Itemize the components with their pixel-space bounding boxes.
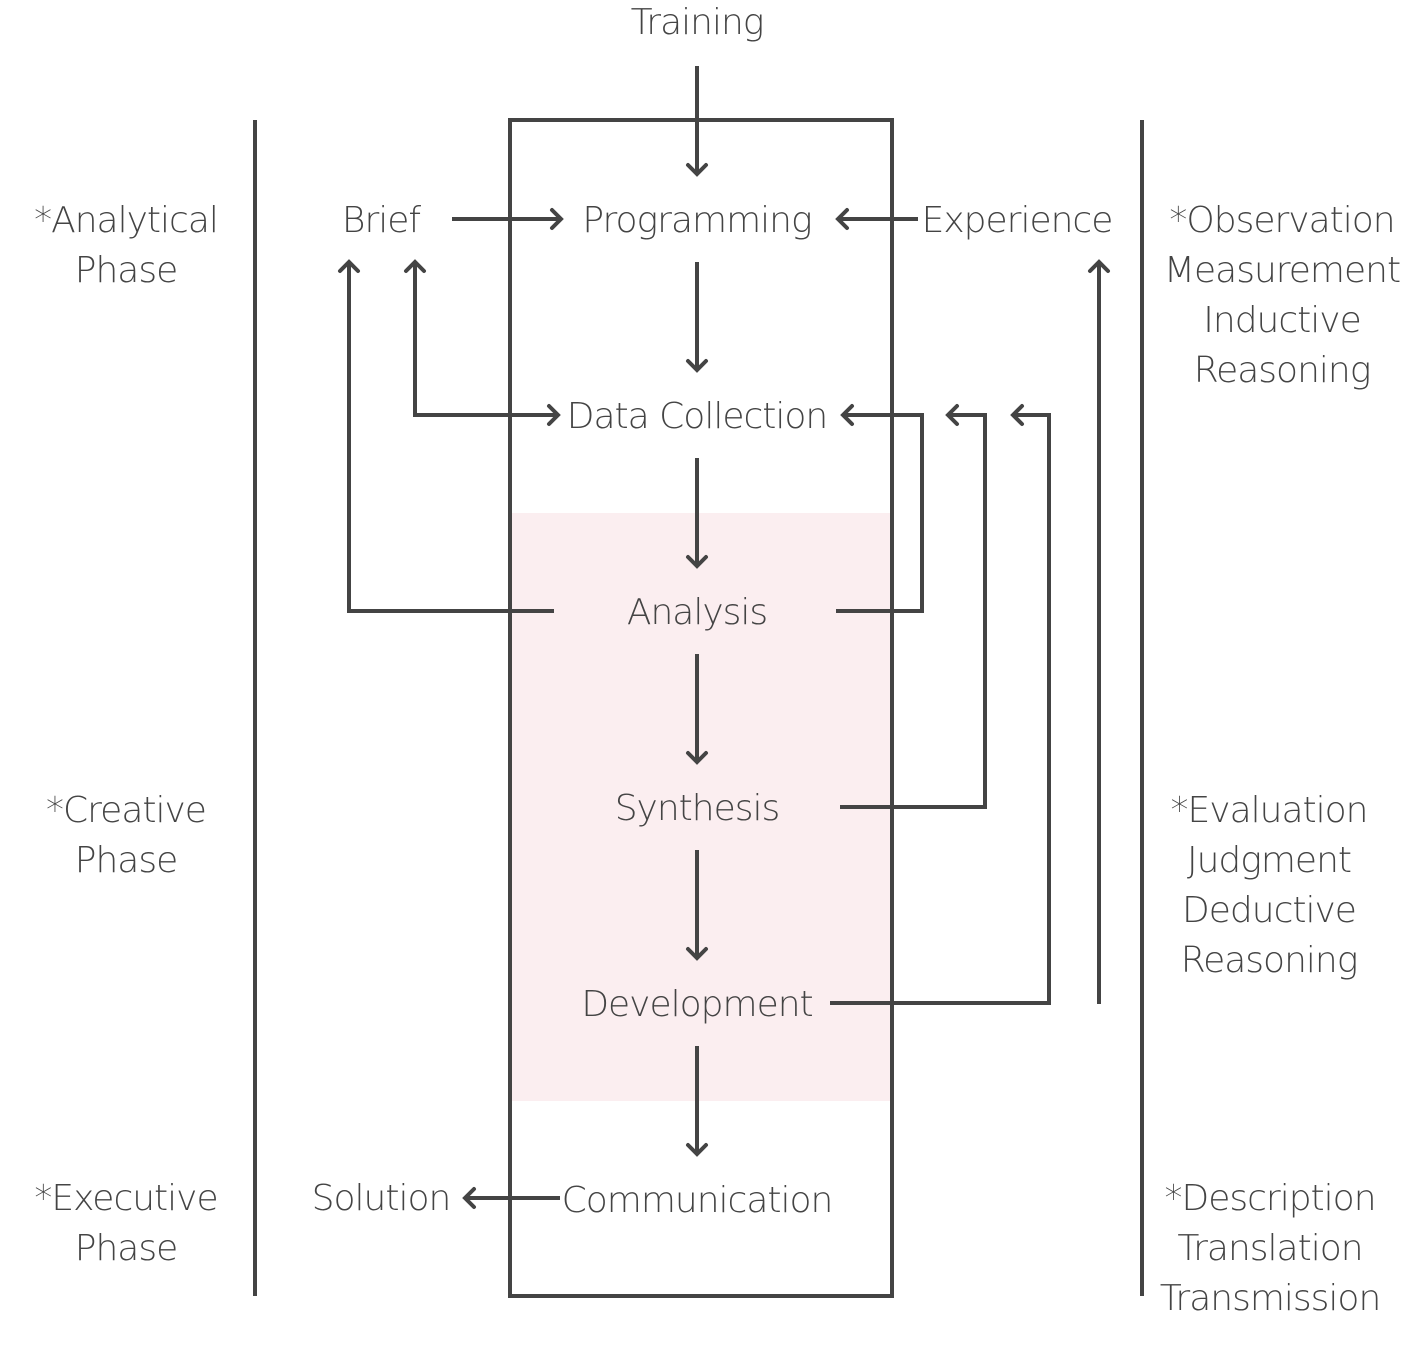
description-line1: *Description bbox=[1164, 1178, 1375, 1219]
experience-label: Experience bbox=[922, 200, 1113, 241]
evaluation-line2: Judgment bbox=[1187, 840, 1351, 881]
data-collection-to-analysis-arrow bbox=[686, 458, 708, 569]
step-data-collection: Data Collection bbox=[567, 396, 827, 437]
description-line3: Transmission bbox=[1160, 1278, 1381, 1319]
description-line2: Translation bbox=[1177, 1228, 1362, 1269]
phase-analytical-line1: *Analytical bbox=[34, 200, 218, 241]
brief-label: Brief bbox=[342, 200, 422, 241]
analysis-to-brief-feedback bbox=[338, 259, 554, 613]
step-programming: Programming bbox=[582, 200, 811, 241]
step-development: Development bbox=[581, 984, 812, 1025]
programming-to-data-collection-arrow bbox=[686, 262, 708, 373]
training-label: Training bbox=[631, 2, 764, 43]
evaluation-line4: Reasoning bbox=[1181, 940, 1358, 981]
creative-phase-highlight bbox=[512, 513, 890, 1101]
development-to-data-collection-feedback bbox=[830, 404, 1051, 1005]
phase-analytical-line2: Phase bbox=[75, 250, 178, 291]
observation-line2: Measurement bbox=[1164, 250, 1400, 291]
analysis-to-synthesis-arrow bbox=[686, 654, 708, 765]
phase-creative-line2: Phase bbox=[75, 840, 178, 881]
synthesis-to-development-arrow bbox=[686, 850, 708, 961]
development-to-communication-arrow bbox=[686, 1046, 708, 1157]
experience-feedback-arrow bbox=[1088, 259, 1110, 1004]
phase-creative: *Creative Phase bbox=[46, 790, 207, 881]
observation-line3: Inductive bbox=[1203, 300, 1360, 341]
brief-data-collection-link bbox=[404, 259, 561, 426]
experience-to-programming-arrow bbox=[835, 208, 918, 230]
communication-to-solution-arrow bbox=[462, 1187, 560, 1209]
brief-to-programming-arrow bbox=[452, 208, 564, 230]
analysis-to-data-collection-feedback bbox=[836, 404, 924, 613]
phase-evaluation-group: *Evaluation Judgment Deductive Reasoning bbox=[1171, 790, 1369, 981]
step-analysis: Analysis bbox=[627, 592, 767, 633]
evaluation-line1: *Evaluation bbox=[1171, 790, 1368, 831]
phase-executive-line1: *Executive bbox=[34, 1178, 217, 1219]
step-communication: Communication bbox=[562, 1180, 833, 1221]
observation-line4: Reasoning bbox=[1194, 350, 1371, 391]
phase-executive: *Executive Phase bbox=[34, 1178, 218, 1269]
evaluation-line3: Deductive bbox=[1182, 890, 1356, 931]
synthesis-to-data-collection-feedback bbox=[840, 404, 987, 809]
phase-analytical: *Analytical Phase bbox=[34, 200, 219, 291]
process-box bbox=[508, 118, 894, 1298]
phase-observation-group: *Observation Measurement Inductive Reaso… bbox=[1164, 200, 1401, 391]
phase-description-group: *Description Translation Transmission bbox=[1160, 1178, 1382, 1319]
solution-label: Solution bbox=[312, 1178, 451, 1219]
training-to-programming-arrow bbox=[686, 66, 708, 177]
step-synthesis: Synthesis bbox=[615, 788, 780, 829]
phase-creative-line1: *Creative bbox=[46, 790, 206, 831]
observation-line1: *Observation bbox=[1169, 200, 1394, 241]
phase-executive-line2: Phase bbox=[75, 1228, 178, 1269]
